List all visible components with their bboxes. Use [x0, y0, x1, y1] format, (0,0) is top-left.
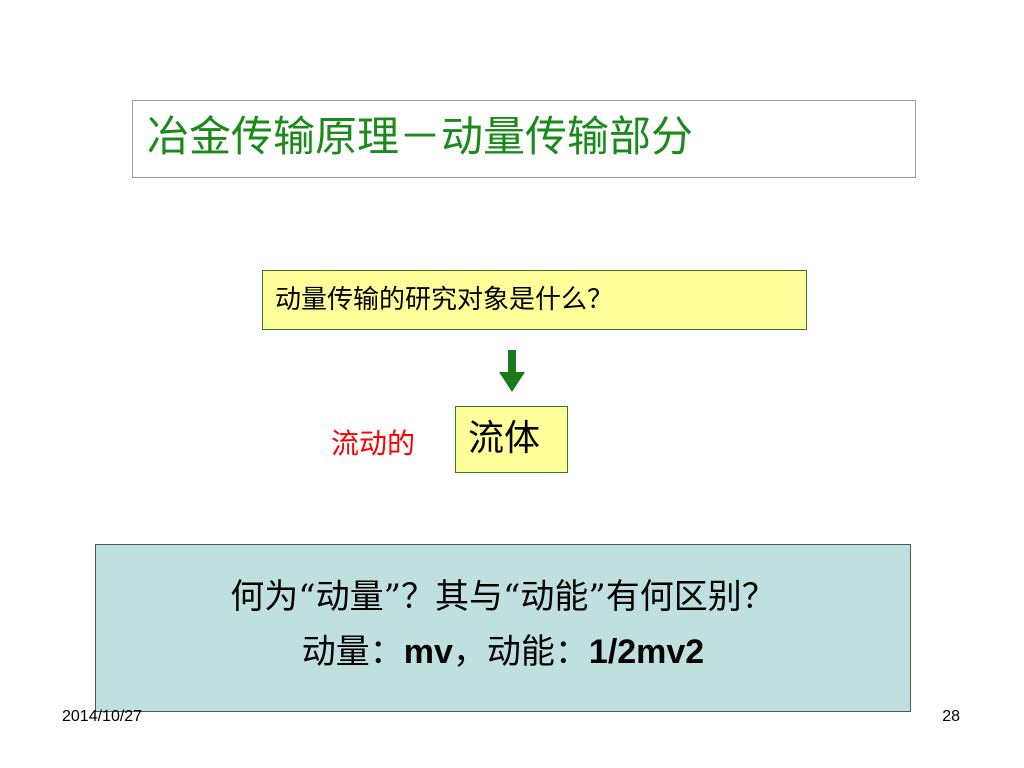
discussion-answer: 动量：mv，动能：1/2mv2 [96, 630, 910, 674]
down-arrow-icon [499, 350, 525, 392]
discussion-question: 何为“动量”？其与“动能”有何区别？ [230, 577, 776, 617]
momentum-formula: mv [403, 633, 453, 671]
page-number: 28 [942, 708, 960, 725]
momentum-label: 动量： [301, 632, 404, 672]
title-box: 冶金传输原理－动量传输部分 [132, 100, 916, 178]
energy-formula: 1/2mv2 [588, 633, 705, 671]
answer-box: 流体 [455, 406, 568, 473]
answer-term: 流体 [468, 418, 541, 459]
question-box: 动量传输的研究对象是什么？ [262, 270, 807, 330]
energy-label: 动能： [486, 632, 589, 672]
discussion-box: 何为“动量”？其与“动能”有何区别？ 动量：mv，动能：1/2mv2 [95, 544, 911, 712]
slide-title: 冶金传输原理－动量传输部分 [147, 112, 694, 161]
answer-prefix: 流动的 [331, 427, 416, 460]
separator: ， [452, 632, 487, 672]
question-text: 动量传输的研究对象是什么？ [275, 285, 614, 315]
footer-date: 2014/10/27 [62, 708, 143, 725]
